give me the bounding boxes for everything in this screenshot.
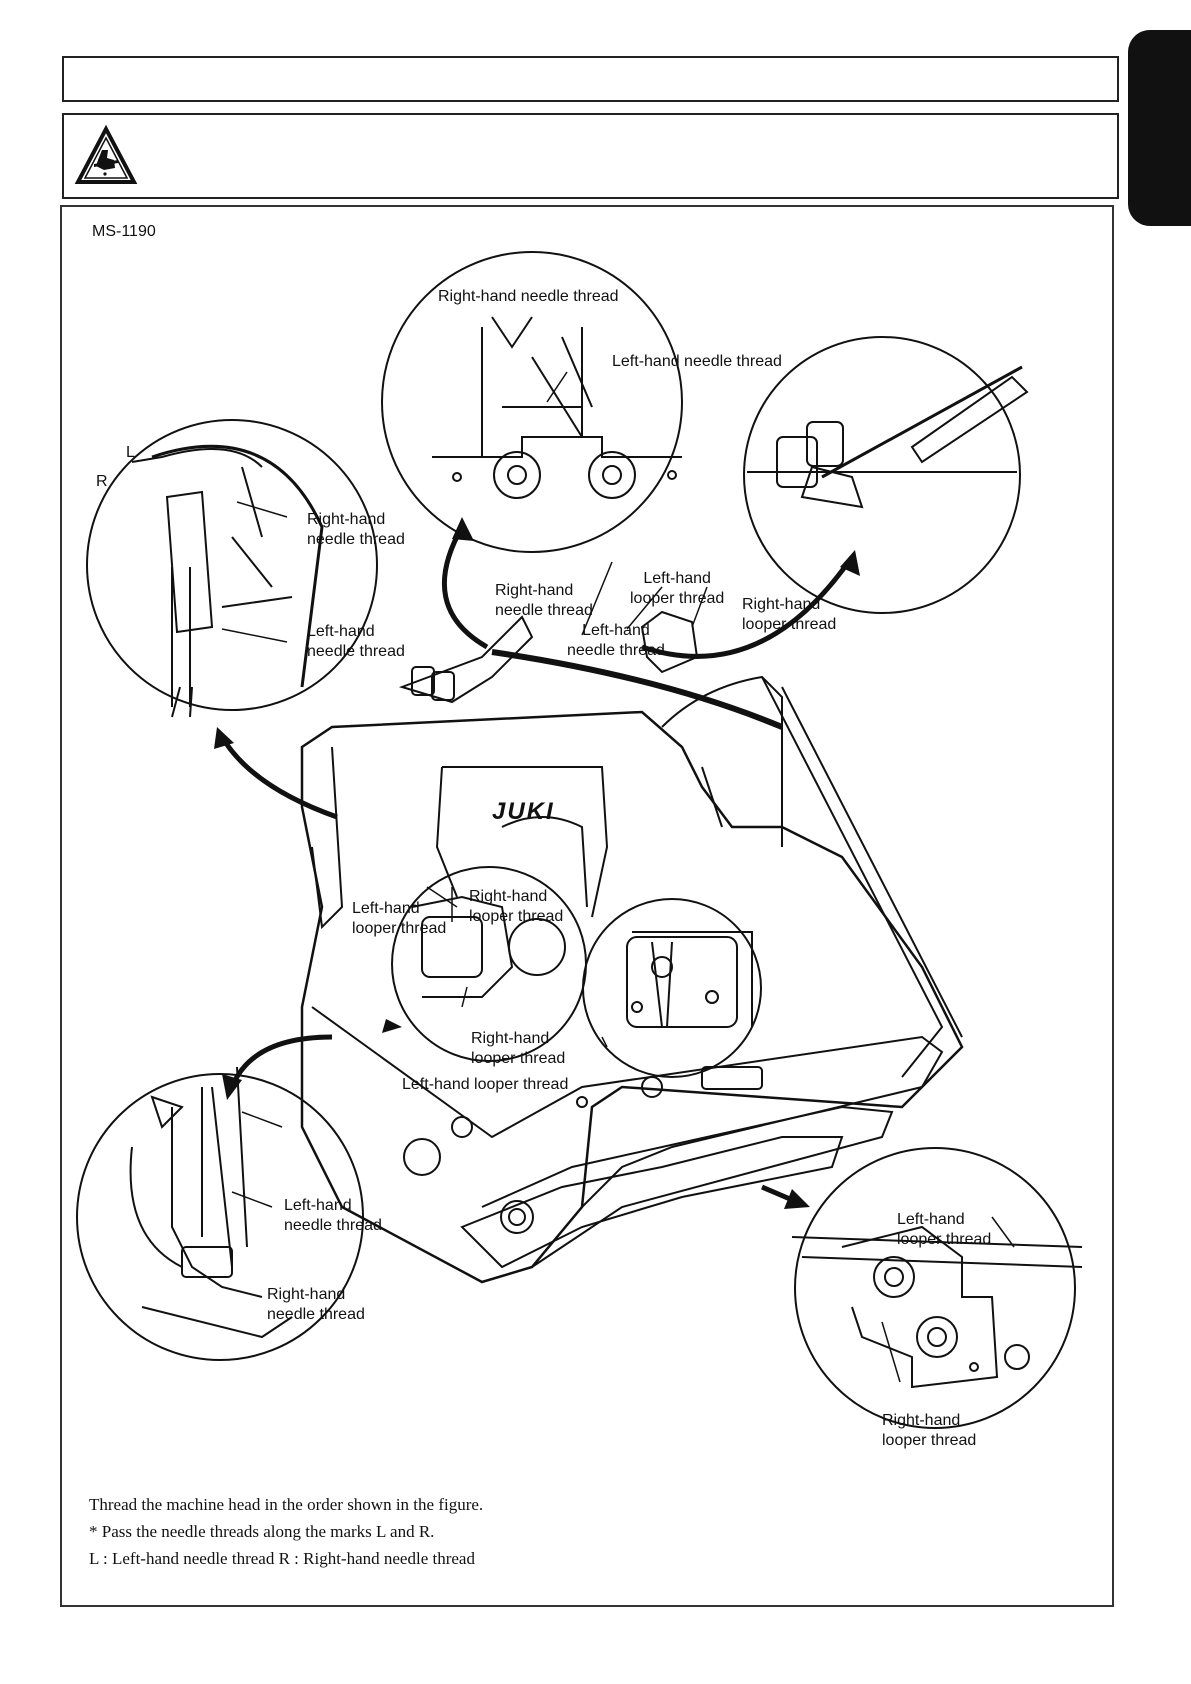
mark-l: L: [126, 444, 135, 461]
label-br-left-hand-looper: Left-hand looper thread: [897, 1211, 992, 1248]
detail-circle-bottom-right: [794, 1147, 1076, 1429]
label-center-left-hand-looper: Left-hand looper thread: [352, 900, 447, 937]
mark-r: R: [96, 473, 108, 490]
threading-notes: Thread the machine head in the order sho…: [89, 1491, 483, 1572]
warning-box: [62, 113, 1119, 199]
label-lower-right-hand-looper: Right-hand looper thread: [471, 1030, 566, 1067]
label-left-right-hand-needle: Right-hand needle thread: [307, 511, 405, 548]
brand-logo-text: JUKI: [492, 798, 555, 825]
threading-figure: MS-1190: [60, 205, 1114, 1607]
label-left-left-hand-needle: Left-hand needle thread: [307, 623, 405, 660]
label-top-right-hand-needle: Right-hand needle thread: [438, 288, 619, 305]
hand-crush-warning-icon: [74, 124, 138, 184]
machine-illustration: [76, 251, 1083, 1429]
label-top-left-hand-needle: Left-hand needle thread: [612, 353, 782, 370]
label-mid-right-hand-looper: Right-hand looper thread: [742, 596, 837, 633]
detail-circle-top-right: [743, 336, 1021, 614]
detail-circle-top: [381, 251, 683, 553]
note-line: L : Left-hand needle thread R : Right-ha…: [89, 1549, 475, 1568]
label-bl-right-hand-needle: Right-hand needle thread: [267, 1286, 365, 1323]
model-number: MS-1190: [92, 223, 156, 240]
note-line: * Pass the needle threads along the mark…: [89, 1522, 435, 1541]
detail-circle-left: [86, 419, 378, 711]
label-lower-left-hand-looper: Left-hand looper thread: [402, 1076, 569, 1093]
section-tab: [1128, 30, 1191, 226]
label-bl-left-hand-needle: Left-hand needle thread: [284, 1197, 382, 1234]
label-mid-left-hand-looper: Left-hand looper thread: [630, 570, 725, 607]
label-mid-right-hand-needle: Right-hand needle thread: [495, 582, 593, 619]
note-line: Thread the machine head in the order sho…: [89, 1495, 484, 1514]
section-title-box: [62, 56, 1119, 102]
detail-circle-center-right: [582, 898, 762, 1078]
label-center-right-hand-looper: Right-hand looper thread: [469, 888, 564, 925]
label-mid-left-hand-needle: Left-hand needle thread: [567, 622, 665, 659]
label-br-right-hand-looper: Right-hand looper thread: [882, 1412, 977, 1449]
